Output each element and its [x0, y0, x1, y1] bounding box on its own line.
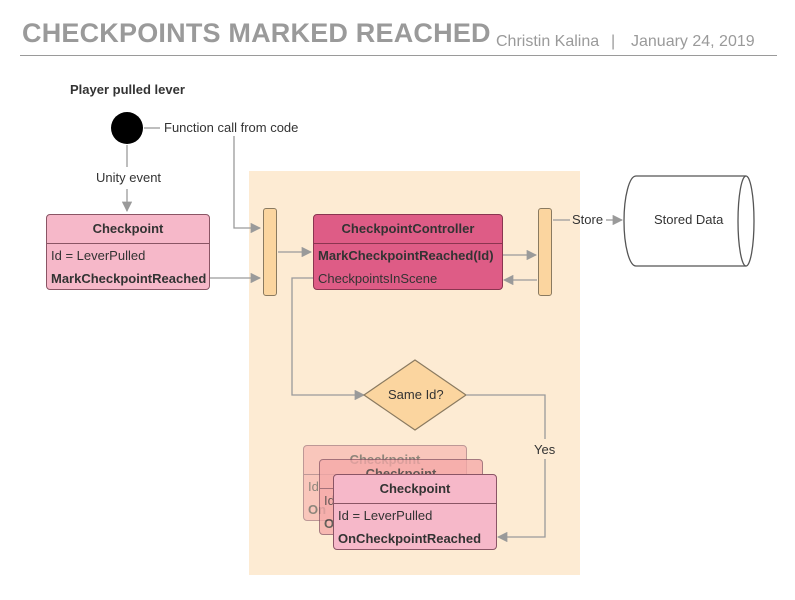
left-activation-bar: [263, 208, 277, 296]
checkpoint-target-id: Id = LeverPulled: [338, 508, 433, 523]
store-label: Store: [572, 212, 604, 227]
checkpoint-target-middle-id: Id: [324, 493, 335, 508]
call-arrow: [233, 136, 262, 234]
controller-title: CheckpointController: [314, 215, 502, 244]
yes-label: Yes: [534, 442, 556, 457]
checkpoint-target-method: OnCheckpointReached: [338, 531, 482, 546]
yes-arrow: [496, 459, 546, 543]
decision-diamond[interactable]: [362, 359, 468, 431]
stored-data-edge: [737, 175, 747, 267]
checkpoint-target-title: Checkpoint: [334, 475, 496, 504]
author-name: Christin Kalina: [496, 33, 600, 50]
checkpoint-source-title: Checkpoint: [47, 215, 209, 244]
yes-line-upper: [466, 394, 546, 439]
header-separator: |: [611, 33, 616, 50]
decision-label: Same Id?: [388, 387, 444, 402]
checkpoint-source-method: MarkCheckpointReached: [51, 271, 207, 286]
checkpoint-source-box[interactable]: Checkpoint Id = LeverPulled MarkCheckpoi…: [46, 214, 210, 290]
stored-data-label: Stored Data: [654, 212, 724, 227]
right-activation-bar: [538, 208, 552, 296]
event-label: Unity event: [96, 170, 162, 185]
checkpoint-target-box[interactable]: Checkpoint Id = LeverPulled OnCheckpoint…: [333, 474, 497, 550]
checkpoint-target-back-id: Id: [308, 479, 319, 494]
to-decision-arrow: [291, 277, 366, 401]
start-node[interactable]: [111, 112, 143, 144]
header-divider: [20, 55, 777, 56]
page-title: CHECKPOINTS MARKED REACHED: [22, 18, 491, 48]
controller-method: MarkCheckpointReached(Id): [318, 248, 494, 263]
header-date: January 24, 2019: [631, 33, 755, 50]
checkpoint-source-id: Id = LeverPulled: [51, 248, 146, 263]
call-label: Function call from code: [164, 120, 299, 135]
start-label: Player pulled lever: [70, 82, 185, 97]
controller-field: CheckpointsInScene: [318, 271, 438, 286]
controller-box[interactable]: CheckpointController MarkCheckpointReach…: [313, 214, 503, 290]
